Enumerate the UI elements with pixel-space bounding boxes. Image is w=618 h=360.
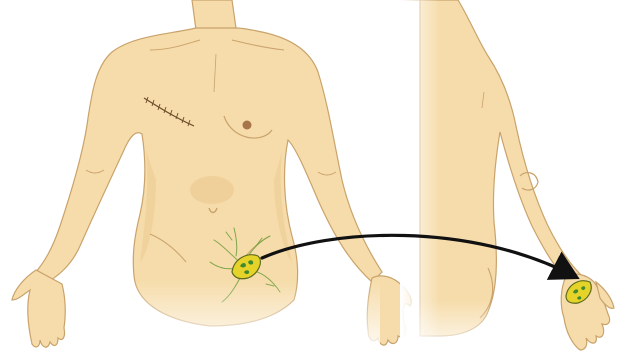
front-neck [192,0,236,30]
abdomen-shade [190,176,234,204]
front-left-hand [12,270,65,347]
back-fade-bottom [400,300,560,360]
nipple [243,121,252,130]
front-fade [100,280,380,360]
